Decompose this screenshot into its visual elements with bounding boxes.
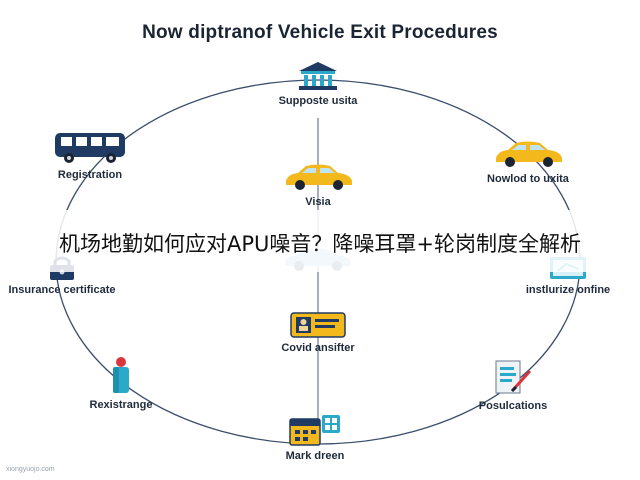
node-visia: Visia — [253, 163, 383, 209]
id-card-icon — [290, 312, 346, 338]
calendar-icon — [289, 415, 340, 446]
bank-building-icon — [299, 62, 337, 90]
document-pen-icon — [495, 360, 532, 394]
node-rexistrange: Rexistrange — [56, 356, 186, 412]
node-covid: Covid ansifter — [253, 311, 383, 355]
overlay-banner — [0, 210, 640, 272]
yellow-car-icon — [496, 141, 562, 167]
node-posulcations: Posulcations — [448, 357, 578, 413]
node-label: Rexistrange — [89, 399, 153, 411]
node-label: Nowlod to uxita — [487, 173, 569, 185]
node-label: Visia — [305, 196, 331, 208]
node-label: Covid ansifter — [281, 342, 355, 354]
node-label: Mark dreen — [285, 450, 345, 462]
node-registration: Registration — [25, 130, 155, 182]
cylinder-icon — [113, 357, 129, 393]
node-label: Posulcations — [478, 400, 548, 412]
node-label: Registration — [57, 169, 123, 181]
yellow-car-icon — [286, 164, 352, 190]
node-mark-dreen: Mark dreen — [250, 413, 380, 463]
van-icon — [55, 133, 125, 163]
diagram-title: Now diptranof Vehicle Exit Procedures — [142, 22, 498, 43]
node-label: Supposte usita — [278, 95, 358, 107]
overlay-banner-text: 机场地勤如何应对APU噪音？降噪耳罩+轮岗制度全解析 — [59, 232, 581, 256]
node-label: Insurance certificate — [8, 284, 116, 296]
watermark: xiongyuojo.com — [6, 466, 55, 473]
node-nowlod: Nowlod to uxita — [463, 140, 593, 186]
node-supposte-usita: Supposte usita — [253, 60, 383, 108]
node-label: instlurize onfine — [525, 284, 611, 296]
